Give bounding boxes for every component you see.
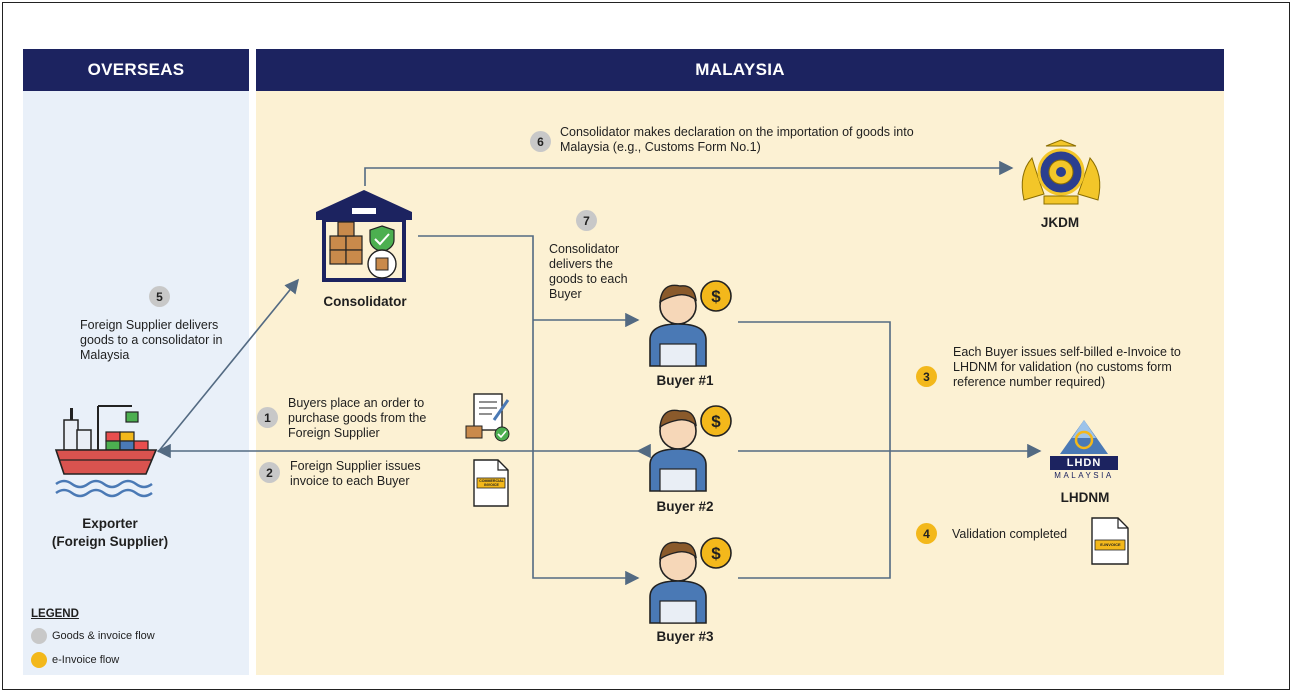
- arrow-consolidator-to-buyers: [418, 235, 640, 586]
- jkdm-crest-icon: [1021, 139, 1101, 205]
- step-5-badge: 5: [149, 286, 170, 307]
- lhdn-logo-icon: [1050, 420, 1118, 470]
- buyer-2-label: Buyer #2: [656, 499, 714, 514]
- step-7-text: Consolidator delivers the goods to each …: [549, 242, 628, 301]
- overseas-panel: [23, 91, 249, 675]
- step-6-badge: 6: [530, 131, 551, 152]
- buyer-1-label: Buyer #1: [656, 373, 714, 388]
- malaysia-header: MALAYSIA: [256, 49, 1224, 91]
- purchase-order-icon: [465, 393, 510, 442]
- step-2-badge: 2: [259, 462, 280, 483]
- buyer-1-icon: $: [649, 280, 732, 367]
- step-6-text: Consolidator makes declaration on the im…: [560, 125, 914, 154]
- lhdnm-label: LHDNM: [1060, 490, 1110, 505]
- commercial-invoice-tag: COMMERCIAL INVOICE: [479, 479, 504, 487]
- warehouse-icon: [316, 190, 412, 282]
- arrow-consolidator-to-jkdm: [364, 160, 1014, 186]
- arrow-buyer3-to-lhdnm: [738, 451, 891, 579]
- step-2-text: Foreign Supplier issues invoice to each …: [290, 459, 421, 488]
- legend-einvoice-label: e-Invoice flow: [52, 654, 120, 666]
- legend-goods-dot: [31, 628, 47, 644]
- legend-title: LEGEND: [31, 608, 79, 620]
- arrow-exporter-to-consolidator: [157, 278, 300, 453]
- arrow-buyer1-to-lhdnm: [738, 321, 891, 451]
- step-1-text: Buyers place an order to purchase goods …: [288, 396, 427, 440]
- legend-einvoice-dot: [31, 652, 47, 668]
- overseas-header: OVERSEAS: [23, 49, 249, 91]
- step-4-badge: 4: [916, 523, 937, 544]
- buyer-3-icon: $: [649, 537, 732, 624]
- legend-goods-label: Goods & invoice flow: [52, 630, 155, 642]
- ship-icon: [54, 405, 158, 498]
- svg-text:$: $: [711, 412, 721, 431]
- consolidator-label: Consolidator: [323, 294, 407, 309]
- step-7-badge: 7: [576, 210, 597, 231]
- step-4-text: Validation completed: [952, 527, 1068, 541]
- lhdn-logo-text: LHDN: [1066, 457, 1102, 469]
- buyer-2-icon: $: [649, 405, 732, 492]
- exporter-label: Exporter (Foreign Supplier): [51, 516, 169, 549]
- step-3-text: Each Buyer issues self-billed e-Invoice …: [953, 345, 1181, 389]
- svg-text:$: $: [711, 287, 721, 306]
- step-3-badge: 3: [916, 366, 937, 387]
- commercial-invoice-icon: [473, 459, 509, 507]
- step-1-badge: 1: [257, 407, 278, 428]
- svg-text:$: $: [711, 544, 721, 563]
- step-5-text: Foreign Supplier delivers goods to a con…: [80, 318, 223, 362]
- einvoice-doc-icon: [1091, 517, 1129, 565]
- lhdn-logo-sub: MALAYSIA: [1054, 471, 1114, 480]
- jkdm-label: JKDM: [1040, 215, 1080, 230]
- buyer-3-label: Buyer #3: [656, 629, 714, 644]
- einvoice-tag: E-INVOICE: [1100, 542, 1121, 547]
